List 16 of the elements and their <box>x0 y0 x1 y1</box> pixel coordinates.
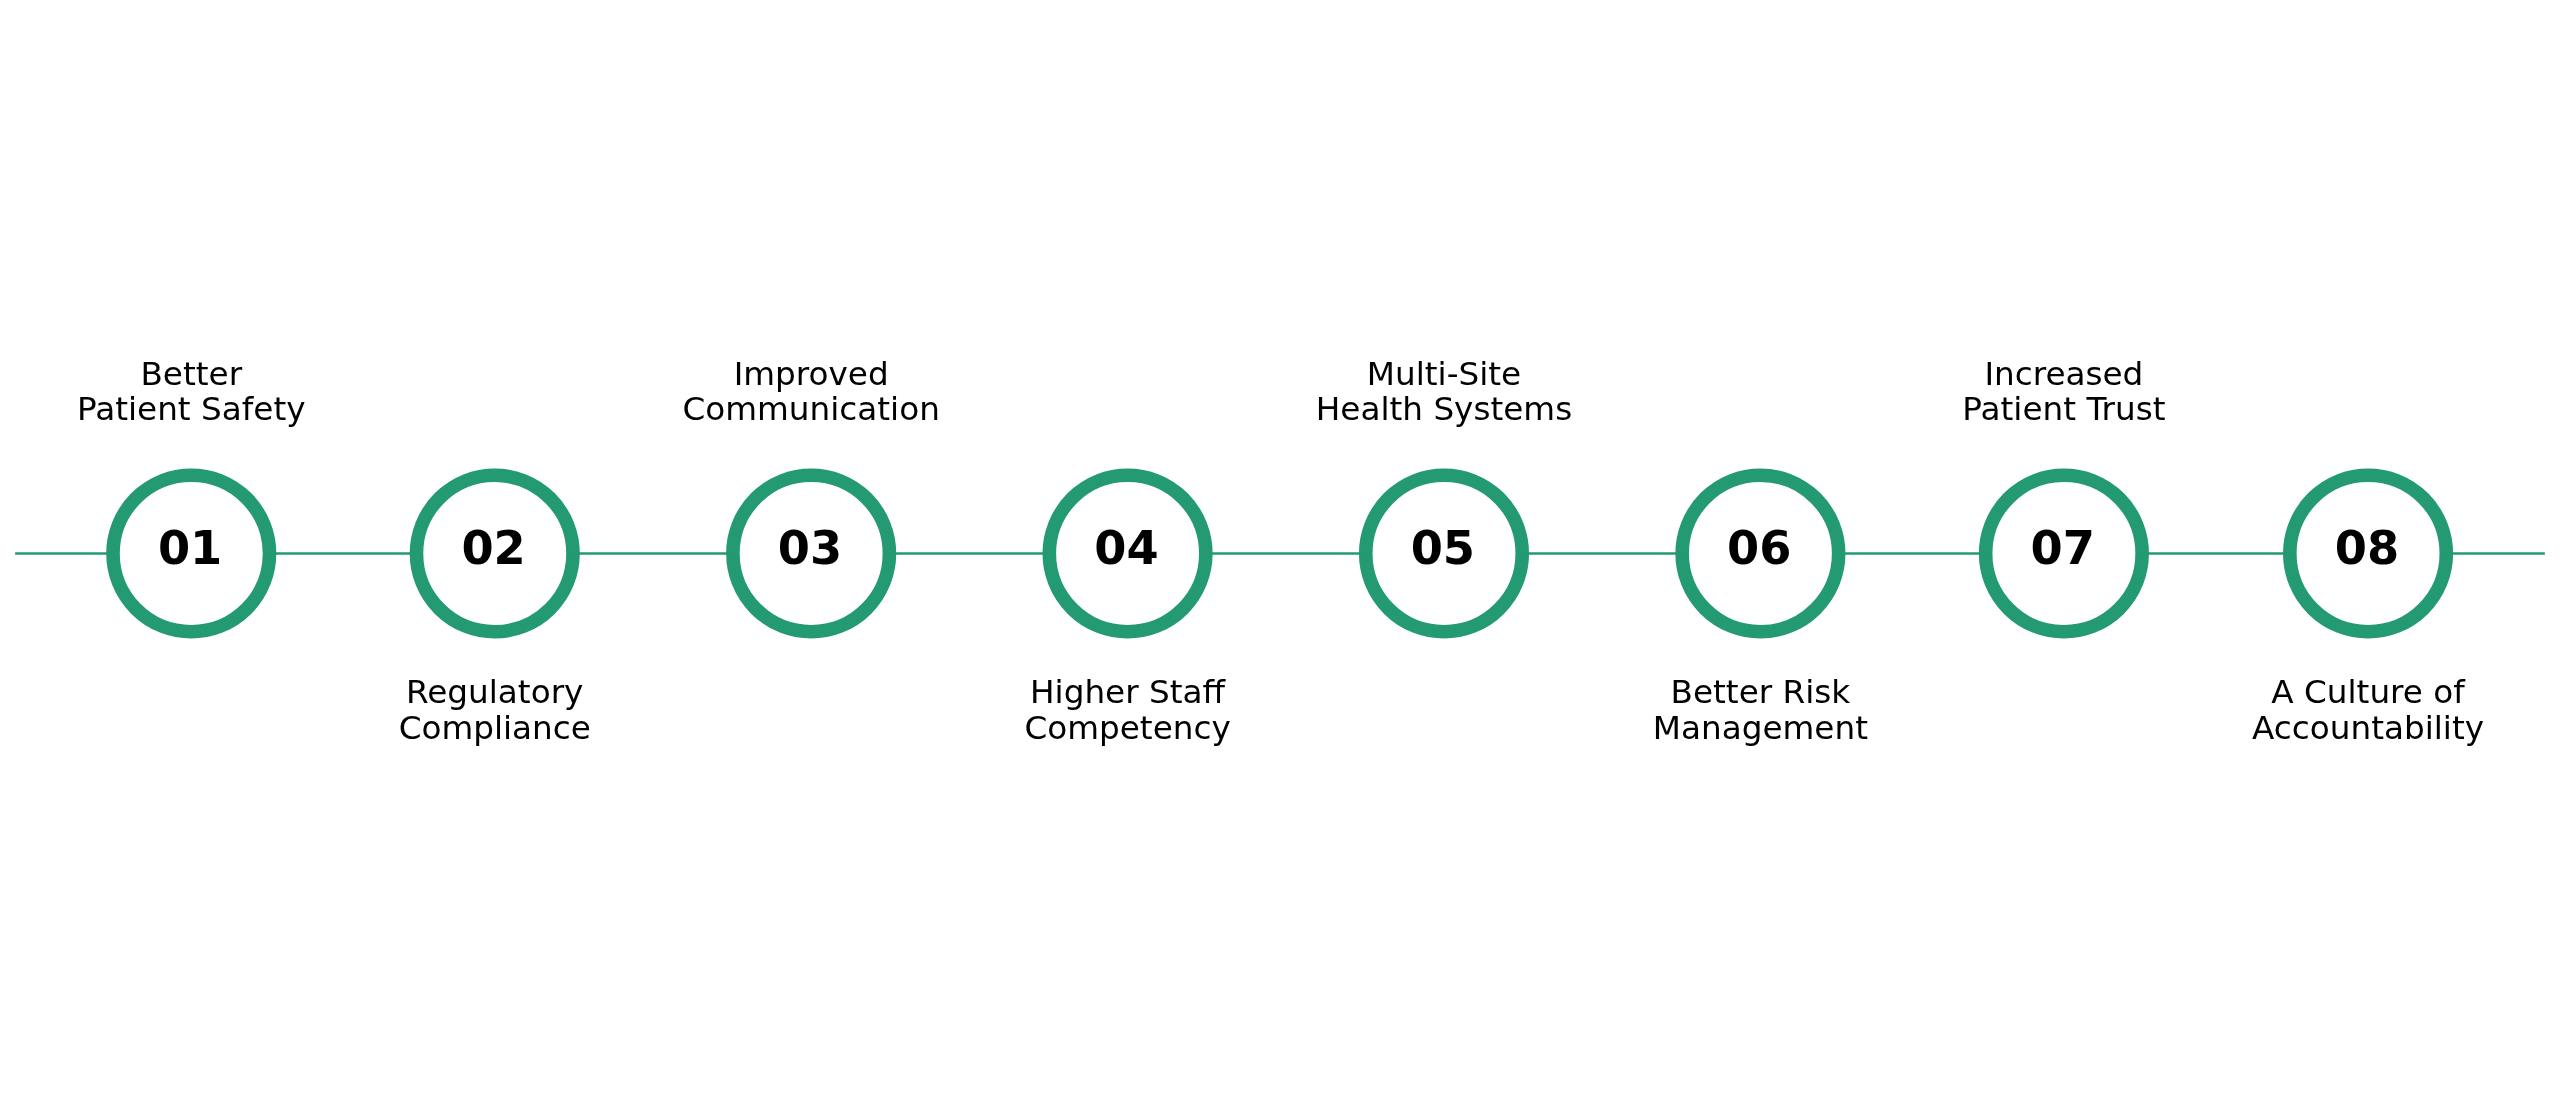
node-label: Increased Patient Trust <box>1962 355 2166 429</box>
node-label: Regulatory Compliance <box>398 673 591 747</box>
node-circle: 08 <box>2283 468 2454 639</box>
node-label: Improved Communication <box>682 355 940 429</box>
node-circle: 04 <box>1042 468 1213 639</box>
node-circle: 03 <box>726 468 897 639</box>
node-circle: 02 <box>409 468 580 639</box>
node-label: A Culture of Accountability <box>2252 673 2485 747</box>
node-circle: 01 <box>106 468 277 639</box>
node-label: Better Patient Safety <box>76 355 306 429</box>
node-circle: 05 <box>1358 468 1530 639</box>
node-circle: 07 <box>1978 468 2149 639</box>
node-label: Multi-Site Health Systems <box>1315 355 1573 429</box>
node-circle: 06 <box>1675 468 1846 639</box>
node-label: Higher Staff Competency <box>1024 673 1231 747</box>
node-label: Better Risk Management <box>1652 673 1868 747</box>
